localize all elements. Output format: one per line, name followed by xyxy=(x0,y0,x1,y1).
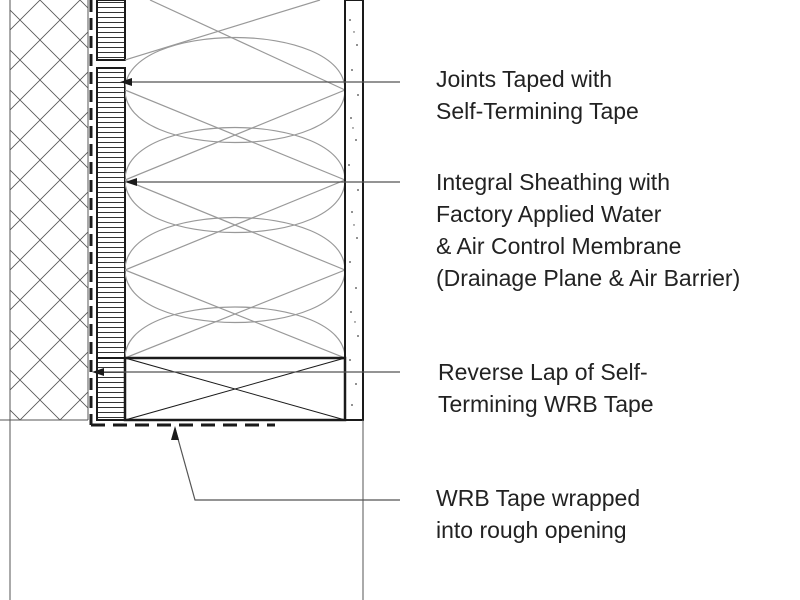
callout-integral-sheathing-line-2: Factory Applied Water xyxy=(436,201,662,227)
callout-joints-taped-line-1: Joints Taped with xyxy=(436,66,613,92)
callout-joints-taped-line-2: Self-Termining Tape xyxy=(436,98,639,124)
leader-wrb-wrapped xyxy=(171,426,400,501)
callout-integral-sheathing-line-4: (Drainage Plane & Air Barrier) xyxy=(436,265,741,291)
wrb-tape-dashed xyxy=(89,0,275,427)
callout-joints-taped: Joints Taped with Self-Termining Tape xyxy=(436,63,639,127)
callout-reverse-lap: Reverse Lap of Self- Termining WRB Tape xyxy=(438,356,654,420)
leader-integral-sheathing xyxy=(125,178,400,186)
callout-integral-sheathing: Integral Sheathing with Factory Applied … xyxy=(436,166,740,294)
exterior-cladding xyxy=(0,0,89,600)
leader-joints-taped xyxy=(120,78,400,86)
integral-sheathing xyxy=(96,0,126,421)
callout-reverse-lap-line-1: Reverse Lap of Self- xyxy=(438,359,648,385)
callout-wrb-wrapped: WRB Tape wrapped into rough opening xyxy=(436,482,640,546)
batt-insulation xyxy=(125,0,345,358)
leader-reverse-lap xyxy=(92,368,400,376)
callout-reverse-lap-line-2: Termining WRB Tape xyxy=(438,391,654,417)
callout-integral-sheathing-line-1: Integral Sheathing with xyxy=(436,169,670,195)
callout-wrb-wrapped-line-1: WRB Tape wrapped xyxy=(436,485,641,511)
callout-wrb-wrapped-line-2: into rough opening xyxy=(436,517,627,543)
interior-gypsum-board xyxy=(344,0,364,600)
framing-header xyxy=(123,356,347,422)
callout-integral-sheathing-line-3: & Air Control Membrane xyxy=(436,233,682,259)
